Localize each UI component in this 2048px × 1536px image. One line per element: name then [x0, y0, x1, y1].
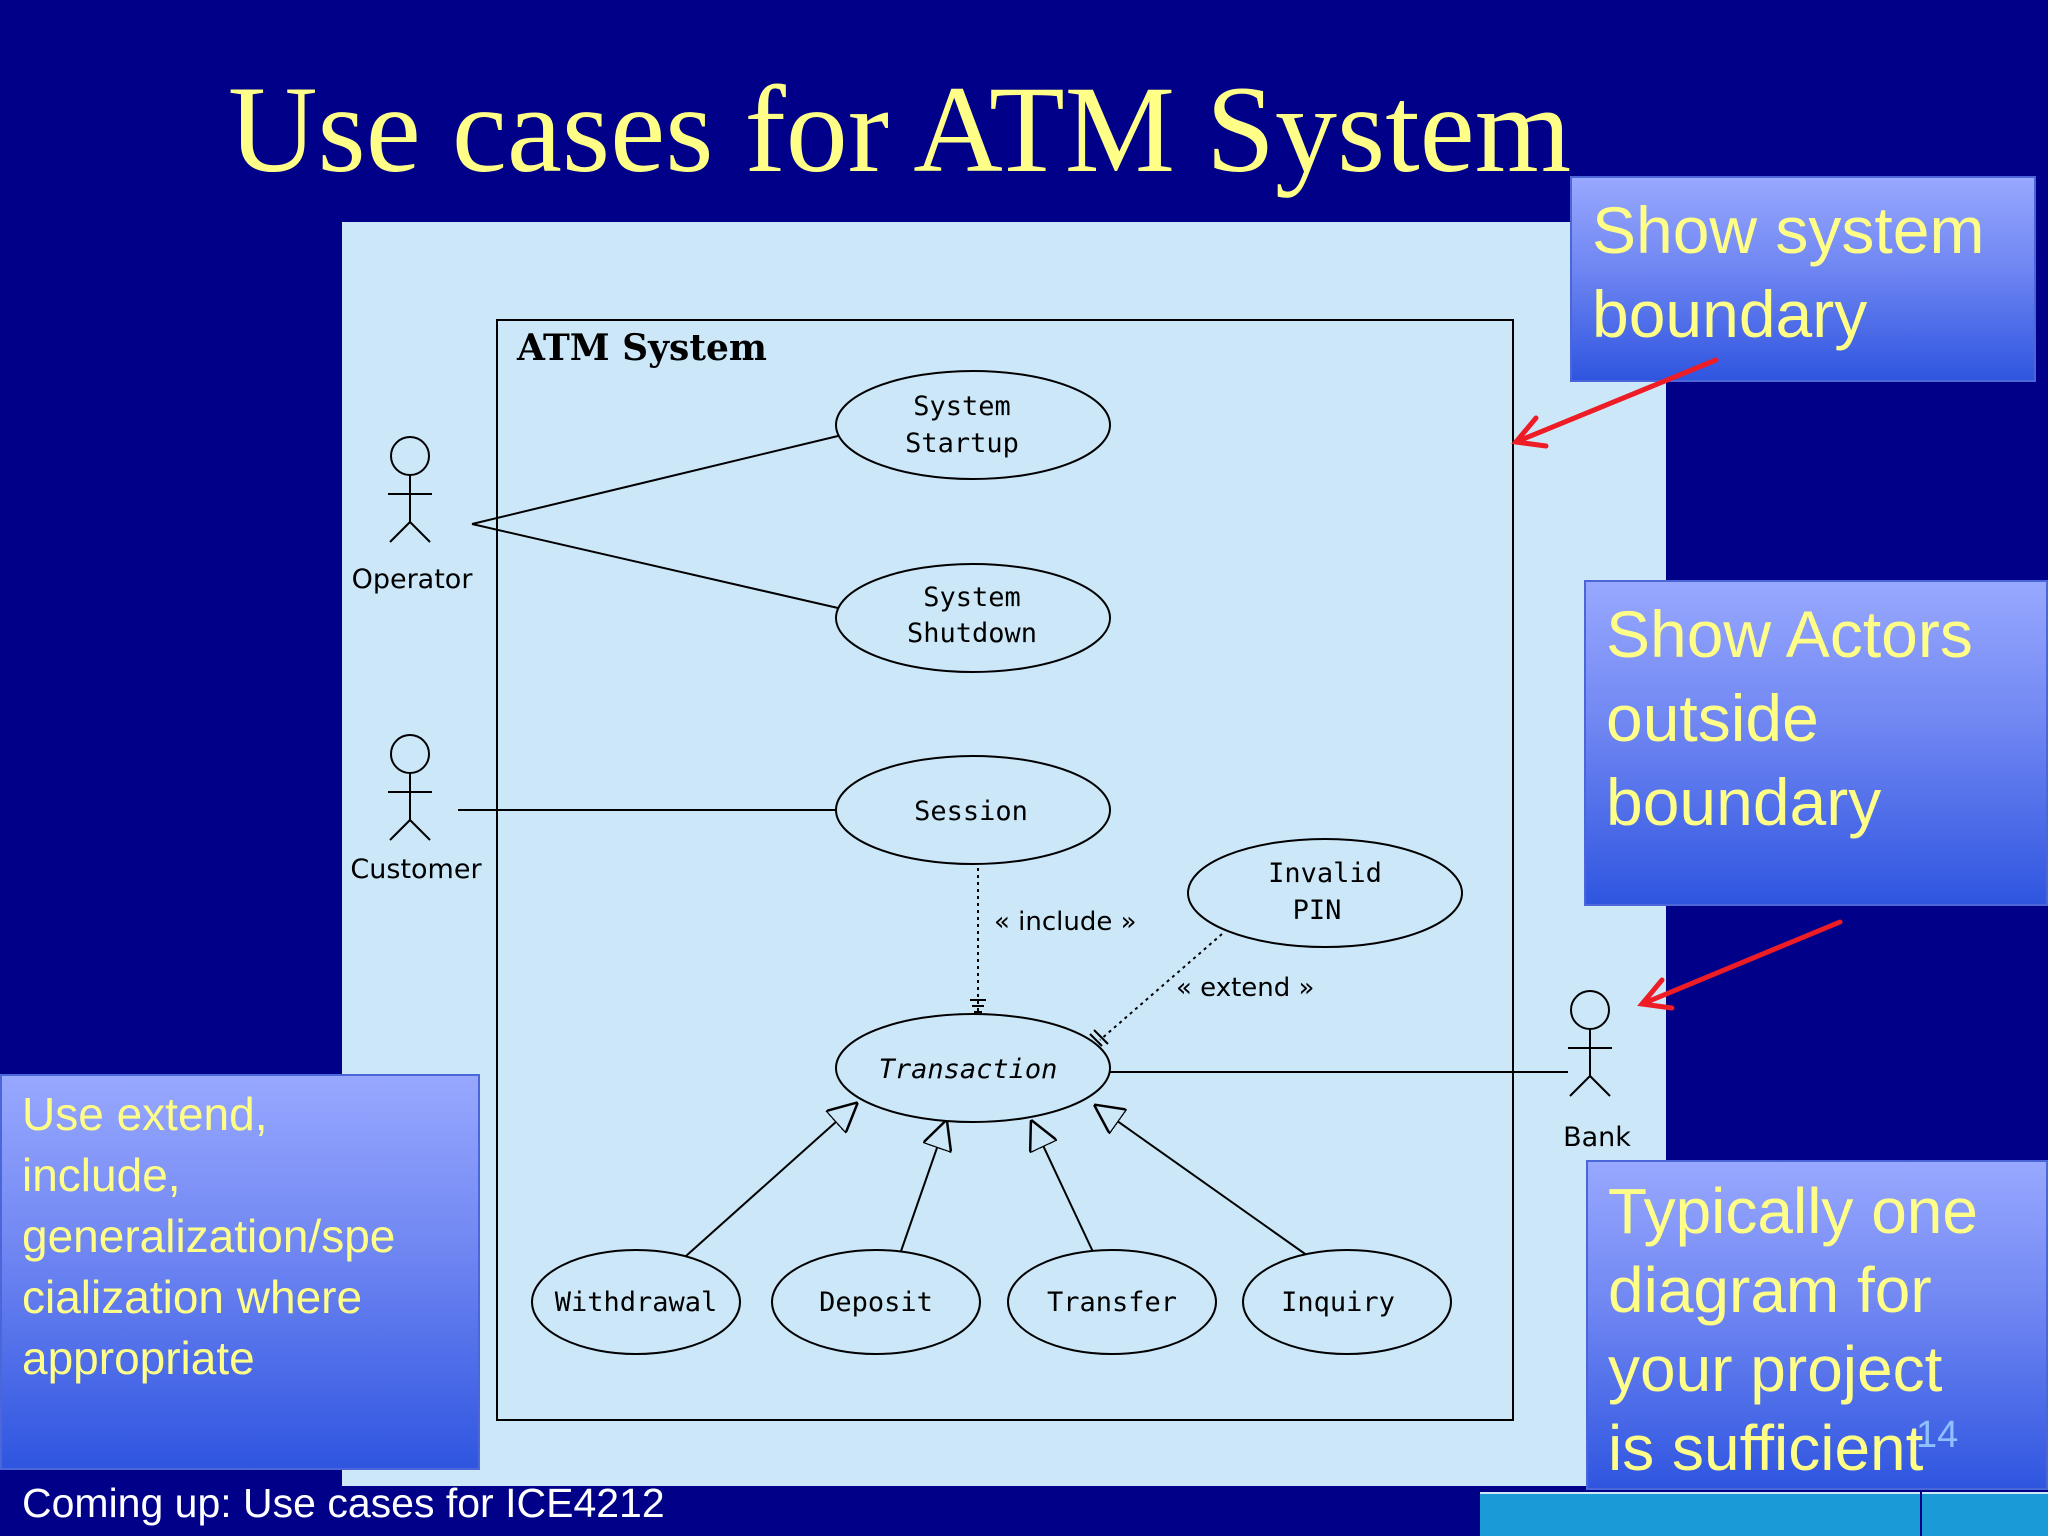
- svg-text:System: System: [913, 391, 1011, 422]
- actor-customer-label: Customer: [350, 854, 482, 885]
- use-case-invalid-pin[interactable]: Invalid PIN: [1187, 838, 1463, 948]
- extend-label: « extend »: [1176, 973, 1314, 1003]
- use-case-withdrawal[interactable]: Withdrawal: [531, 1249, 741, 1355]
- svg-text:Transaction: Transaction: [879, 1054, 1058, 1085]
- callout-system-boundary: Show system boundary: [1570, 176, 2036, 382]
- svg-text:PIN: PIN: [1293, 895, 1342, 926]
- use-case-diagram: ATM System Operator Customer Bank: [342, 222, 1666, 1486]
- actor-bank[interactable]: [1568, 990, 1612, 1097]
- callout-one-diagram: Typically one diagram for your project i…: [1586, 1160, 2048, 1490]
- footer-bar-right: [1922, 1492, 2048, 1536]
- system-boundary: [496, 319, 1514, 1421]
- svg-text:Inquiry: Inquiry: [1281, 1287, 1395, 1318]
- actor-operator-label: Operator: [352, 564, 474, 595]
- callout-actors-outside: Show Actors outside boundary: [1584, 580, 2048, 906]
- svg-text:Invalid: Invalid: [1268, 858, 1382, 889]
- associations: [458, 435, 1568, 1073]
- generalizations: [685, 1104, 1309, 1257]
- svg-text:Deposit: Deposit: [819, 1287, 933, 1318]
- footer-text: Coming up: Use cases for ICE4212: [22, 1480, 665, 1526]
- include-dependency: [970, 868, 986, 1013]
- svg-text:Shutdown: Shutdown: [907, 618, 1037, 649]
- use-case-session[interactable]: Session: [835, 755, 1111, 865]
- svg-text:System: System: [923, 582, 1021, 613]
- system-name: ATM System: [516, 327, 767, 369]
- actor-bank-label: Bank: [1563, 1122, 1631, 1153]
- use-case-transfer[interactable]: Transfer: [1007, 1249, 1217, 1355]
- slide-title: Use cases for ATM System: [228, 61, 1572, 198]
- svg-text:Transfer: Transfer: [1047, 1287, 1177, 1318]
- use-case-system-shutdown[interactable]: System Shutdown: [835, 563, 1111, 673]
- arrow-to-bank: [1639, 919, 1843, 1007]
- svg-text:Startup: Startup: [905, 428, 1019, 459]
- page-number: 14: [1916, 1414, 1959, 1456]
- callout-relationships: Use extend, include, generalization/spe …: [0, 1074, 480, 1470]
- include-label: « include »: [994, 907, 1137, 937]
- actor-operator[interactable]: [388, 436, 432, 543]
- svg-text:Session: Session: [914, 796, 1028, 827]
- footer-bar: [1480, 1492, 1920, 1536]
- use-case-transaction[interactable]: Transaction: [835, 1013, 1111, 1123]
- actor-customer[interactable]: [388, 734, 432, 841]
- use-case-inquiry[interactable]: Inquiry: [1242, 1249, 1452, 1355]
- use-case-deposit[interactable]: Deposit: [771, 1249, 981, 1355]
- use-case-system-startup[interactable]: System Startup: [835, 370, 1111, 480]
- svg-text:Withdrawal: Withdrawal: [555, 1287, 718, 1318]
